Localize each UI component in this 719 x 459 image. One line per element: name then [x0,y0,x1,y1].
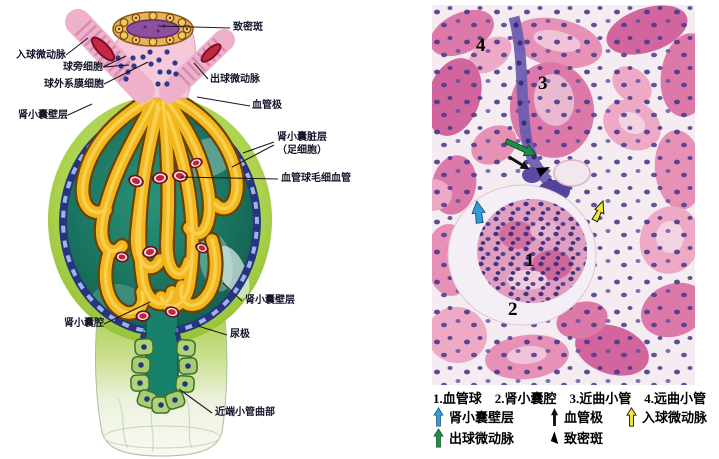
micrograph-arrows [471,138,605,224]
macula-densa-structure [112,11,194,47]
legend-label: 致密斑 [564,430,604,446]
yellow-up-arrow-icon [626,407,637,427]
label-juxtaglomerular-cells: 球旁细胞 [63,62,103,73]
label-visceral-layer-podocyte: （足细胞） [277,145,327,156]
black-arrowhead-icon [550,431,559,444]
black-up-arrow-icon [550,408,559,426]
label-parietal-layer-left: 肾小囊壁层 [18,110,68,121]
legend-item-distal-tubule: 4.远曲小管 [644,391,707,406]
vascular-pole-assembly [65,9,235,103]
marker-3-proximal-tubule: 3 [538,73,548,94]
black-arrowhead-macula-densa [536,167,550,178]
marker-1-glomerulus: 1 [525,250,535,271]
micrograph-artwork [432,5,695,385]
legend-arrow-row-2: 出球微动脉 致密斑 [433,428,713,448]
legend-label: 肾小囊壁层 [449,409,515,425]
legend-item-glomerulus: 1.血管球 [433,391,482,406]
renal-corpuscle-artwork [48,9,279,457]
tubule-cell-nuclei [137,344,191,408]
capillary-lumens [115,157,209,322]
kidney-he-micrograph: 4 3 1 2 [432,5,695,385]
marker-4-distal-tubule: 4 [476,35,486,56]
legend-label: 入球微动脉 [642,409,708,425]
label-capsular-space: 肾小囊腔 [64,318,104,329]
label-glomerular-capillaries: 血管球毛细血管 [281,173,351,184]
afferent-arteriole [65,9,155,103]
label-extraglomerular-mesangial-cells: 球外系膜细胞 [44,79,104,90]
yellow-arrow-afferent [591,199,605,223]
legend-item-macula-densa: 致密斑 [550,429,603,447]
label-urinary-pole: 尿极 [230,329,250,340]
cyan-arrow-parietal-layer [471,200,486,224]
renal-corpuscle-diagram: 入球微动脉 球旁细胞 球外系膜细胞 肾小囊壁层 肾小囊腔 致密斑 出球微动脉 血… [16,9,351,457]
leader-lines [65,25,279,414]
green-arrow-efferent [504,138,537,157]
label-macula-densa: 致密斑 [233,22,263,33]
label-parietal-layer-right: 肾小囊壁层 [245,295,295,306]
cyan-up-arrow-icon [433,407,444,427]
legend-item-capsular-space: 2.肾小囊腔 [494,391,557,406]
green-up-arrow-icon [433,428,444,448]
marker-2-capsular-space: 2 [508,299,518,320]
legend-item-afferent-arteriole: 入球微动脉 [626,407,707,427]
figure-legend: 1.血管球 2.肾小囊腔 3.近曲小管 4.远曲小管 肾小囊壁层 血管极 入球微… [433,391,713,449]
black-arrow-vascular-pole [508,155,530,170]
legend-item-proximal-tubule: 3.近曲小管 [569,391,632,406]
label-vascular-pole: 血管极 [252,100,282,111]
glomerulus [447,184,597,326]
label-visceral-layer: 肾小囊脏层 [277,132,327,143]
legend-label: 出球微动脉 [449,430,515,446]
label-afferent-arteriole: 入球微动脉 [16,50,66,61]
legend-label: 血管极 [564,409,604,425]
label-proximal-convoluted-tubule: 近端小管曲部 [215,407,275,418]
legend-arrow-row-1: 肾小囊壁层 血管极 入球微动脉 [433,407,713,427]
legend-item-parietal-layer: 肾小囊壁层 [433,407,550,427]
legend-item-efferent-arteriole: 出球微动脉 [433,428,550,448]
extraglomerular-mesangial-dots [140,49,179,87]
legend-numbered-row: 1.血管球 2.肾小囊腔 3.近曲小管 4.远曲小管 [433,391,713,406]
legend-item-vascular-pole: 血管极 [550,407,626,427]
label-efferent-arteriole: 出球微动脉 [210,74,260,85]
